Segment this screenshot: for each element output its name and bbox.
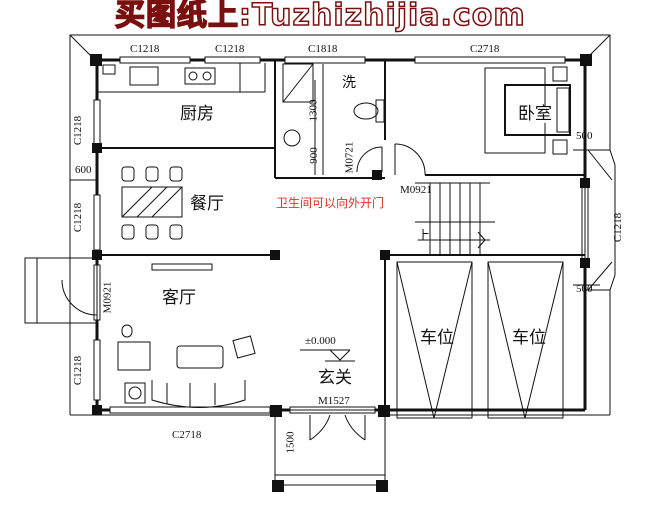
- stove: [184, 67, 216, 85]
- coffee-table: [176, 345, 224, 369]
- sofa: [151, 380, 246, 408]
- sink: [129, 66, 159, 86]
- door-label: M0721: [343, 141, 356, 174]
- window-label: C1218: [612, 212, 625, 243]
- room-label-kitchen: 厨房: [180, 104, 214, 124]
- window-label: C2718: [172, 429, 202, 441]
- dimension-label: 500: [576, 130, 593, 142]
- armchair: [117, 341, 151, 371]
- columns: [90, 54, 592, 492]
- right-bay: [584, 149, 616, 291]
- door-label: M0921: [101, 281, 114, 314]
- room-label-parking-1: 车位: [420, 328, 454, 348]
- elevation-label: ±0.000: [305, 335, 336, 347]
- dimension-label: 1300: [307, 99, 320, 122]
- watermark: 买图纸上:Tuzhizhijia.com: [114, 0, 526, 33]
- window-label: C1818: [308, 43, 338, 55]
- bed: [504, 84, 571, 136]
- window-label: C1218: [72, 202, 85, 233]
- room-label-wash: 洗: [342, 75, 356, 91]
- door-label: M1527: [318, 395, 350, 407]
- roof-outline: [69, 34, 611, 415]
- dimension-label: 500: [576, 283, 593, 295]
- toilet: [375, 99, 385, 123]
- window-label: C1218: [72, 115, 85, 146]
- entry-porch: [274, 409, 386, 486]
- room-label-dining: 餐厅: [190, 194, 224, 214]
- room-label-living: 客厅: [162, 288, 196, 308]
- chairs: [121, 166, 183, 240]
- stairs-up-label: 上: [417, 229, 431, 244]
- basin: [283, 129, 301, 147]
- door-label: M0921: [400, 184, 432, 196]
- window-label: C1218: [215, 43, 245, 55]
- window-label: C1218: [130, 43, 160, 55]
- annotation-note: 卫生间可以向外开门: [276, 196, 385, 210]
- room-label-bedroom: 卧室: [518, 104, 552, 124]
- window-label: C2718: [470, 43, 500, 55]
- dimension-label: 600: [75, 164, 92, 176]
- shower: [282, 63, 314, 103]
- dimension-label: 1500: [284, 431, 297, 454]
- room-label-parking-2: 车位: [512, 328, 546, 348]
- interior-walls: [97, 60, 585, 410]
- left-porch: [24, 257, 98, 324]
- window-label: C1218: [72, 355, 85, 386]
- room-label-foyer: 玄关: [318, 368, 352, 388]
- exterior-walls: [95, 58, 587, 412]
- stairs: [415, 182, 495, 255]
- tv-cabinet: [151, 263, 213, 271]
- dimension-label: 900: [307, 147, 320, 164]
